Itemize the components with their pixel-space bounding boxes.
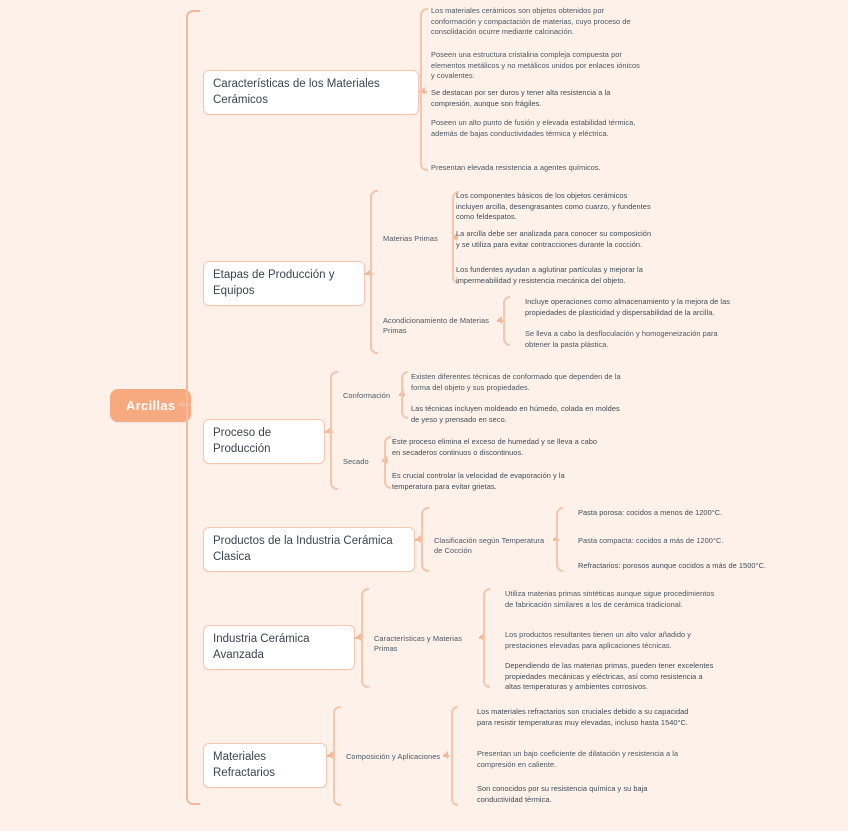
group31-leaf-brace <box>401 371 408 419</box>
branch-node-productos[interactable]: Productos de la Industria Cerámica Clasi… <box>203 527 415 573</box>
sub-label-materias-primas[interactable]: Materias Primas <box>383 234 438 243</box>
leaf-item: Existen diferentes técnicas de conformad… <box>411 372 621 392</box>
branch4-group-brace <box>421 507 429 572</box>
group51-arrow <box>479 633 484 641</box>
sub-label-clasificacion[interactable]: Clasificación según Temperatura de Cocci… <box>434 536 545 555</box>
group41-leaf-brace <box>556 507 563 572</box>
branch-label: Industria Cerámica Avanzada <box>213 633 310 661</box>
branch3-arrow <box>326 427 331 435</box>
branch4-arrow <box>416 535 421 543</box>
leaf-item: Incluye operaciones como almacenamiento … <box>525 297 731 317</box>
group61-leaf-brace <box>451 706 458 806</box>
leaf-item: Los componentes básicos de los objetos c… <box>456 191 651 222</box>
root-brace <box>186 10 200 805</box>
leaf-item: Utiliza materias primas sintéticas aunqu… <box>505 589 715 609</box>
root-node-label: Arcillas <box>126 398 176 413</box>
leaf-item: Las técnicas incluyen moldeado en húmedo… <box>411 404 620 424</box>
leaf-item: Presentan elevada resistencia a agentes … <box>431 163 601 172</box>
branch-node-proceso[interactable]: Proceso de Producción <box>203 419 325 465</box>
branch-label: Etapas de Producción y Equipos <box>213 269 335 297</box>
leaf-item: Refractarios: porosos aunque cocidos a m… <box>578 561 767 570</box>
branch-node-etapas[interactable]: Etapas de Producción y Equipos <box>203 261 365 307</box>
root-arrow <box>179 400 184 408</box>
branch-label: Productos de la Industria Cerámica Clasi… <box>213 535 393 563</box>
leaf-item: La arcilla debe ser analizada para conoc… <box>456 229 652 249</box>
leaf-item: Son conocidos por su resistencia química… <box>477 784 648 804</box>
leaf-item: Los materiales cerámicos son objetos obt… <box>431 6 631 37</box>
branch5-arrow <box>356 633 361 641</box>
leaf-item: Los materiales refractarios son cruciale… <box>477 707 689 727</box>
leaf-item: Los fundentes ayudan a aglutinar partícu… <box>456 265 643 285</box>
leaf-item: Se lleva a cabo la desfloculación y homo… <box>525 329 718 349</box>
branch3-group-brace <box>330 371 338 490</box>
branch6-group-brace <box>333 706 341 806</box>
sub-label-acondicionamiento[interactable]: Acondicionamiento de Materias Primas <box>383 316 490 335</box>
branch-label: Características de los Materiales Cerámi… <box>213 78 380 106</box>
leaf-item: Este proceso elimina el exceso de humeda… <box>392 437 598 457</box>
branch-node-caracteristicas[interactable]: Características de los Materiales Cerámi… <box>203 70 419 116</box>
branch-node-avanzada[interactable]: Industria Cerámica Avanzada <box>203 625 355 671</box>
leaf-item: Pasta compacta: cocidos a más de 1200°C. <box>578 536 724 545</box>
root-connector-stub <box>177 404 191 406</box>
leaf-item: Poseen un alto punto de fusión y elevada… <box>431 118 636 138</box>
group51-leaf-brace <box>483 588 490 688</box>
leaf-item: Los productos resultantes tienen un alto… <box>505 630 692 650</box>
sub-label-composicion[interactable]: Composición y Aplicaciones <box>346 752 441 761</box>
leaf-item: Presentan un bajo coeficiente de dilatac… <box>477 749 679 769</box>
branch1-leaf-brace <box>420 8 428 171</box>
branch5-group-brace <box>361 588 369 688</box>
sub-label-conformacion[interactable]: Conformación <box>343 391 391 400</box>
group21-leaf-brace <box>452 191 459 284</box>
leaf-item: Dependiendo de las materias primas, pued… <box>505 661 714 692</box>
branch-label: Proceso de Producción <box>213 427 272 455</box>
branch1-arrow <box>420 87 425 95</box>
sub-label-caracteristicas-mp[interactable]: Características y Materias Primas <box>374 634 463 653</box>
group32-leaf-brace <box>384 436 391 489</box>
group61-arrow <box>443 751 448 759</box>
branch-label: Materiales Refractarios <box>213 751 275 779</box>
group41-arrow <box>553 535 558 543</box>
leaf-item: Es crucial controlar la velocidad de eva… <box>392 471 565 491</box>
group22-arrow <box>497 316 502 324</box>
leaf-item: Poseen una estructura cristalina complej… <box>431 50 640 81</box>
branch2-arrow <box>366 269 371 277</box>
branch2-group-brace <box>370 190 378 354</box>
sub-label-secado[interactable]: Secado <box>343 457 369 466</box>
leaf-item: Se destacan por ser duros y tener alta r… <box>431 88 611 108</box>
branch-node-refractarios[interactable]: Materiales Refractarios <box>203 743 327 789</box>
leaf-item: Pasta porosa: cocidos a menos de 1200°C. <box>578 508 723 517</box>
group21-arrow <box>452 233 457 241</box>
branch6-arrow <box>328 751 333 759</box>
group22-leaf-brace <box>503 296 510 346</box>
